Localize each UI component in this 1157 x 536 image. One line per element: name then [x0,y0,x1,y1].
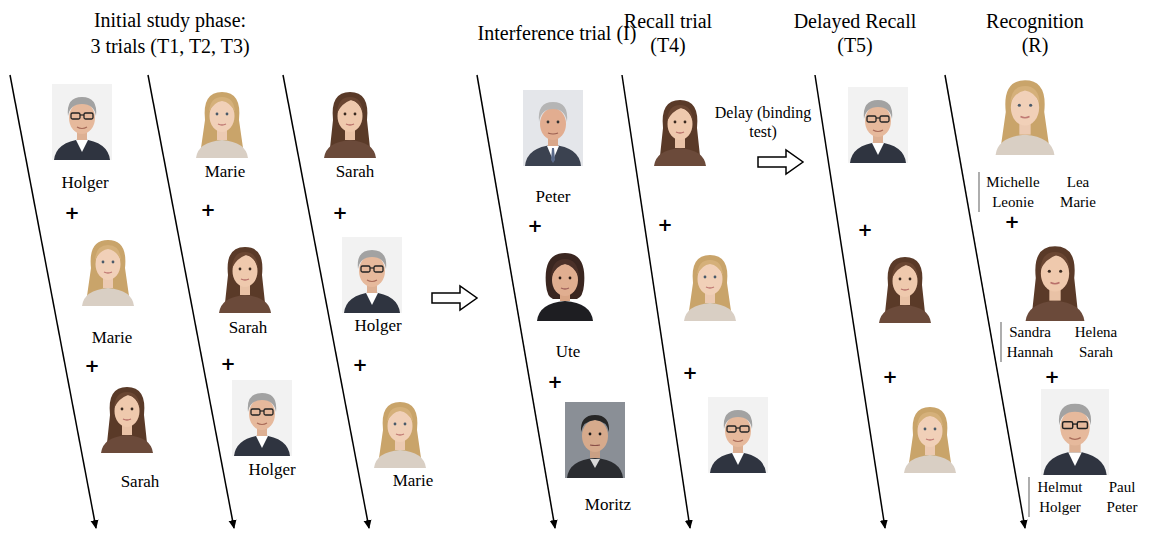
option-name: Peter [1107,498,1138,516]
plus-sign: + [352,354,367,376]
face-name: Sarah [229,318,268,338]
option-name: Helena [1075,323,1117,341]
face-name: Holger [61,173,108,193]
option-name: Sarah [1079,343,1113,361]
plus-sign: + [220,353,235,375]
phase-heading: 3 trials (T1, T2, T3) [90,34,249,58]
phase-heading: Initial study phase: [94,8,246,32]
plus-sign: + [547,371,562,393]
plus-sign: + [882,366,897,388]
phase-heading: Recall trial (T4) [606,9,731,57]
plus-sign: + [857,219,872,241]
phase-heading: Interference trial (I) [470,21,645,45]
timeline-arrows [10,75,1025,528]
option-name: Leonie [992,193,1034,211]
delay-note: Delay (binding test) [713,103,813,141]
transition-arrow [758,150,803,174]
option-name: Holger [1039,498,1081,516]
phase-heading: Recognition (R) [973,9,1098,57]
plus-sign: + [84,355,99,377]
plus-sign: + [332,202,347,224]
face-name: Holger [354,316,401,336]
plus-sign: + [1044,366,1059,388]
face-name: Holger [248,460,295,480]
option-name: Hannah [1007,343,1054,361]
face-name: Peter [536,187,571,207]
plus-sign: + [1004,211,1019,233]
transition-arrow [432,286,477,310]
face-photos [52,80,1109,478]
plus-sign: + [527,215,542,237]
face-name: Ute [556,342,581,362]
option-name: Helmut [1038,478,1083,496]
face-name: Marie [92,328,133,348]
plus-sign: + [682,362,697,384]
option-name: Michelle [986,173,1039,191]
face-name: Moritz [585,495,631,515]
face-name: Sarah [336,162,375,182]
phase-heading: Delayed Recall (T5) [778,9,933,57]
face-name: Marie [205,162,246,182]
option-name: Paul [1109,478,1136,496]
face-name: Sarah [121,472,160,492]
option-name: Marie [1060,193,1096,211]
plus-sign: + [200,199,215,221]
option-name: Lea [1067,173,1089,191]
face-name: Marie [393,471,434,491]
option-name: Sandra [1009,323,1051,341]
plus-sign: + [64,202,79,224]
plus-sign: + [657,214,672,236]
